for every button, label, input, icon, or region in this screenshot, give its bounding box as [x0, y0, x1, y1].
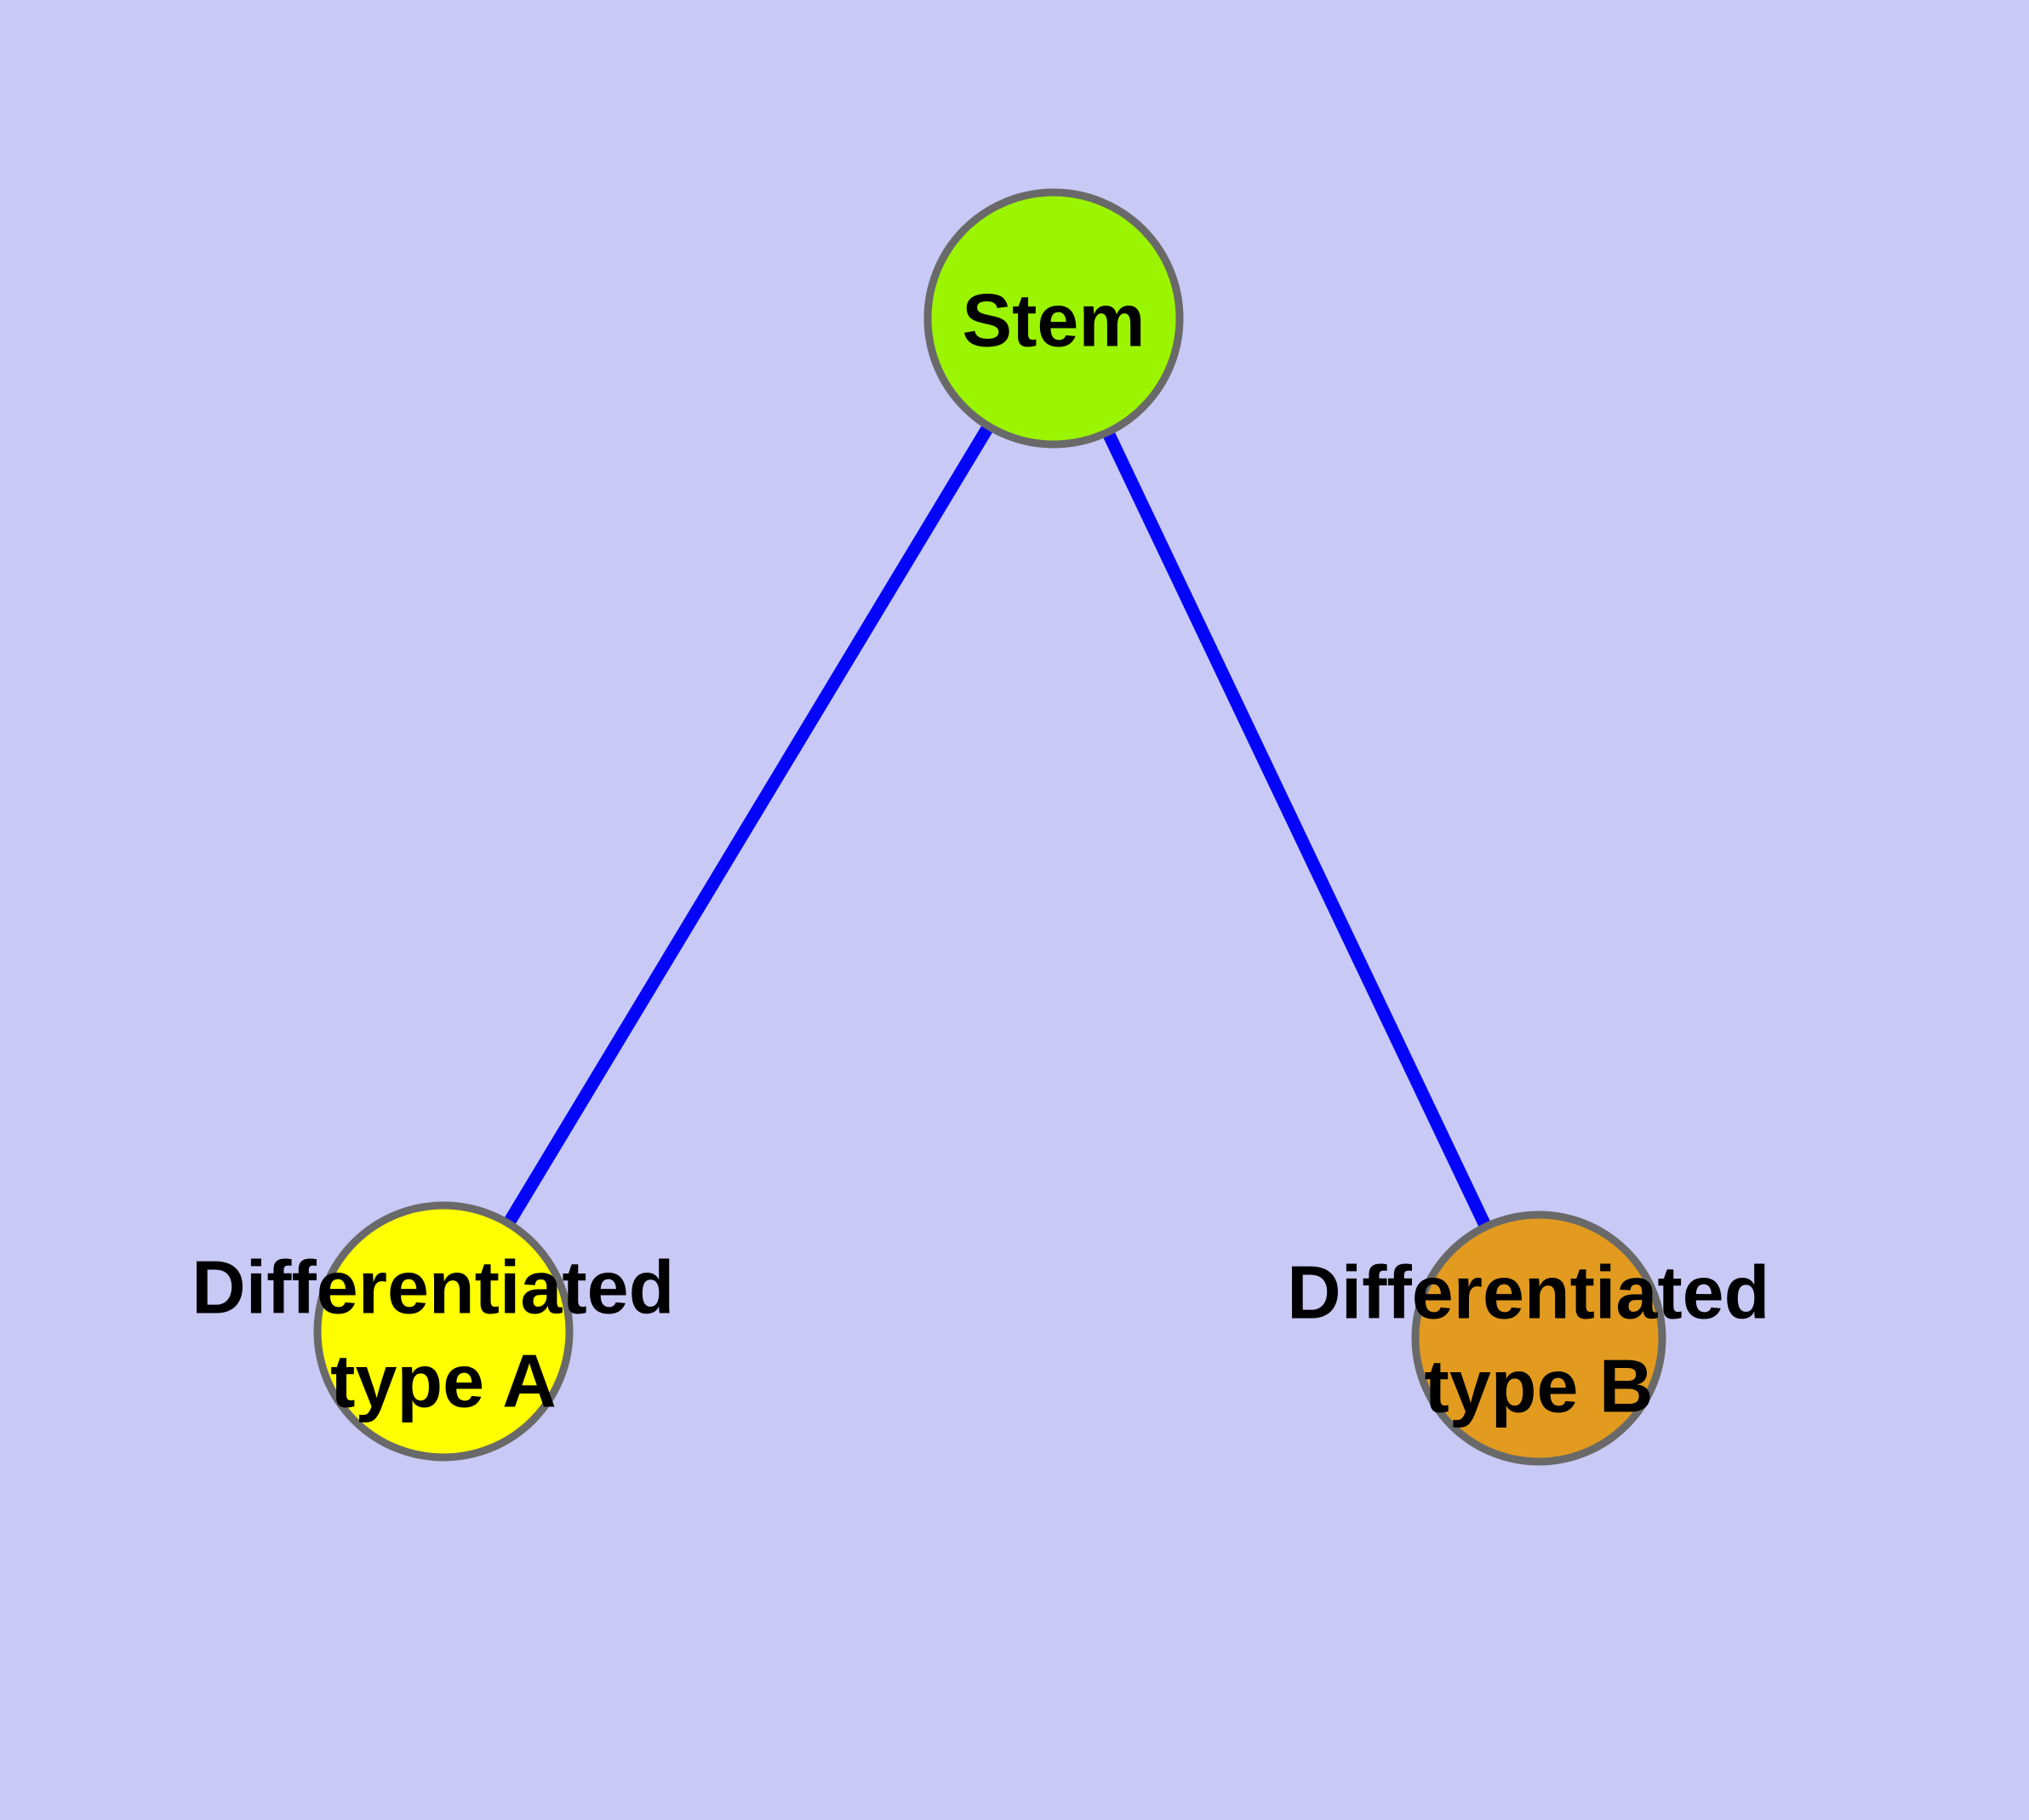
node-label-stem: Stem: [962, 278, 1145, 363]
edge-stem-to-type-b: [1048, 315, 1545, 1342]
node-stem: [923, 188, 1184, 449]
node-label-type-a-line1: Differentiated: [191, 1245, 674, 1330]
node-label-differentiated-type-b: Differentiated type B: [1287, 1224, 1791, 1428]
edge-stem-to-type-a: [437, 315, 1060, 1335]
node-differentiated-type-b: [1411, 1210, 1666, 1466]
node-label-differentiated-type-a: Differentiated type A: [191, 1219, 695, 1423]
node-label-type-b-line2: type B: [1425, 1344, 1654, 1428]
node-label-type-b-line1: Differentiated: [1287, 1251, 1769, 1335]
node-differentiated-type-a: [313, 1201, 574, 1462]
node-label-type-a-line2: type A: [330, 1339, 557, 1423]
